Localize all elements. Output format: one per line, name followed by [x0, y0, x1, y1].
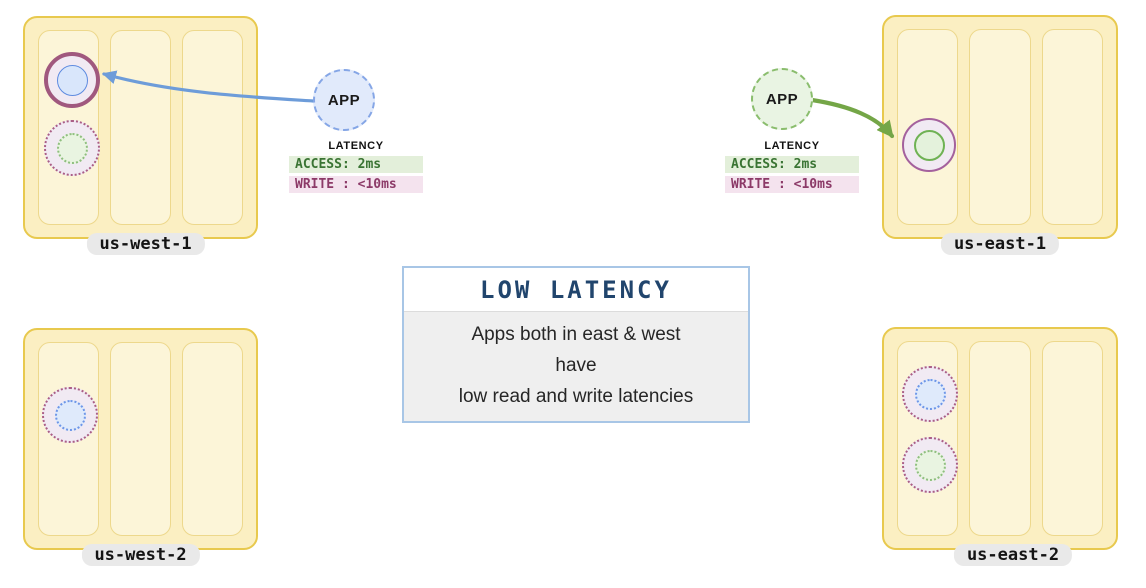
- region-us-west-1: us-west-1: [23, 16, 258, 255]
- region-us-west-2: us-west-2: [23, 328, 258, 566]
- replica-node-icon: [42, 387, 98, 443]
- region-label-us-east-2: us-east-2: [953, 544, 1073, 566]
- replica-node-icon: [44, 120, 100, 176]
- app-node-west: APP: [313, 69, 375, 131]
- availability-zone: [110, 342, 171, 536]
- app-node-east: APP: [751, 68, 813, 130]
- availability-zone: [969, 29, 1031, 225]
- latency-panel-west: LATENCY ACCESS: 2ms WRITE : <10ms: [289, 140, 423, 196]
- write-latency-badge: WRITE : <10ms: [289, 176, 423, 193]
- node-core-green-icon: [914, 449, 946, 481]
- primary-node-icon: [902, 118, 956, 172]
- node-core-green-icon: [913, 129, 945, 161]
- west-app-to-region-arrow: [101, 70, 315, 103]
- info-box-title: LOW LATENCY: [404, 268, 748, 311]
- access-latency-badge: ACCESS: 2ms: [725, 156, 859, 173]
- info-box: LOW LATENCY Apps both in east & west hav…: [402, 266, 750, 423]
- latency-panel-east: LATENCY ACCESS: 2ms WRITE : <10ms: [725, 140, 859, 196]
- east-app-to-region-arrow: [809, 97, 895, 139]
- availability-zone: [1041, 341, 1103, 536]
- latency-title: LATENCY: [764, 140, 820, 152]
- write-latency-badge: WRITE : <10ms: [725, 176, 859, 193]
- availability-zone: [182, 342, 243, 536]
- availability-zone: [110, 30, 171, 225]
- node-core-blue-icon: [56, 64, 88, 96]
- region-us-east-1: us-east-1: [882, 15, 1118, 255]
- info-line-3: low read and write latencies: [458, 386, 694, 407]
- region-us-east-2: us-east-2: [882, 327, 1118, 566]
- primary-node-icon: [44, 52, 100, 108]
- region-label-us-west-2: us-west-2: [81, 544, 200, 566]
- info-line-2: have: [555, 355, 597, 376]
- replica-node-icon: [902, 437, 958, 493]
- latency-title: LATENCY: [328, 140, 384, 152]
- node-core-blue-icon: [54, 399, 86, 431]
- info-line-1: Apps both in east & west: [471, 324, 681, 345]
- availability-zone: [182, 30, 243, 225]
- availability-zone: [969, 341, 1031, 536]
- node-core-green-icon: [56, 132, 88, 164]
- info-box-description: Apps both in east & west have low read a…: [404, 311, 748, 421]
- region-label-us-east-1: us-east-1: [940, 233, 1060, 255]
- access-latency-badge: ACCESS: 2ms: [289, 156, 423, 173]
- replica-node-icon: [902, 366, 958, 422]
- availability-zone: [1041, 29, 1103, 225]
- node-core-blue-icon: [914, 378, 946, 410]
- region-label-us-west-1: us-west-1: [86, 233, 205, 255]
